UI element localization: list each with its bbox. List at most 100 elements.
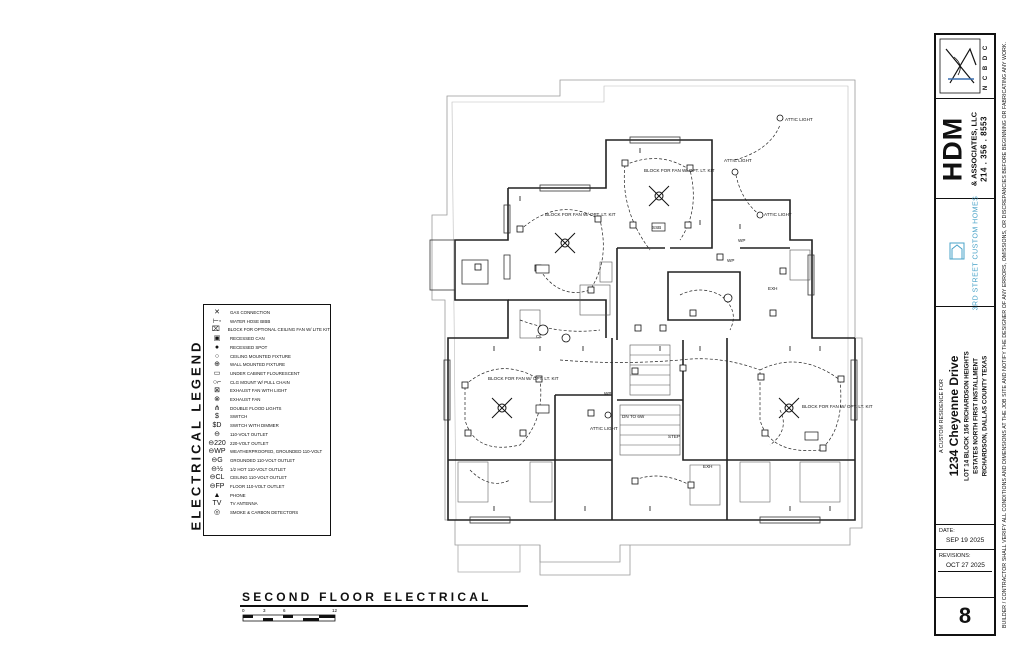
legend-symbol-icon: ●: [214, 343, 220, 351]
legend-label: WEATHERPROOFED, GROUNDED 110-VOLT: [230, 449, 323, 455]
legend-label: RECESSED CAN: [230, 336, 265, 342]
legend-item: TV TV ANTENNA: [204, 499, 330, 508]
legend-item: ● RECESSED SPOT: [204, 343, 330, 352]
label-ssb-1: SSB: [652, 225, 661, 230]
legend-symbol-icon: ◎: [213, 509, 221, 517]
legend-item: ⌧ BLOCK FOR OPTIONAL CEILING FAN W/ LITE …: [204, 325, 330, 334]
legend-symbol-icon: $D: [212, 422, 222, 430]
legend-symbol-icon: ○⌐: [212, 378, 222, 386]
legend-symbol-icon: TV: [212, 500, 222, 508]
legend-label: PHONE: [230, 492, 246, 498]
legend-label: SMOKE & CARBON DETECTORS: [230, 510, 299, 516]
label-dn-to-6w: DN TO 6W: [622, 414, 645, 419]
legend-label: 110-VOLT OUTLET: [230, 431, 269, 437]
legend-label: RECESSED SPOT: [230, 344, 268, 350]
project-line-3: LOT 14 BLOCK 156 RICHARDSON HEIGHTS: [963, 350, 971, 481]
label-fan-block-2: BLOCK FOR FAN W/ OPT. LT. KIT: [644, 168, 715, 173]
legend-label: 1/2 HOT 110-VOLT OUTLET: [230, 466, 286, 472]
project-line-1: A CUSTOM RESIDENCE FOR: [939, 378, 945, 453]
legend-label: UNDER CABINET FLOURESCENT: [230, 370, 300, 376]
legend-symbol-icon: ⊖: [214, 430, 220, 438]
legend-item: ▭UNDER CABINET FLOURESCENT: [204, 369, 330, 378]
scale-bar: 0 3 6 12: [242, 608, 338, 622]
legend-symbol-icon: ⊖WP: [208, 448, 226, 456]
legend-symbol-icon: ⊖½: [211, 465, 223, 473]
label-attic-light-2: ATTIC LIGHT: [724, 158, 752, 163]
legend-item: ○⌐ CLG MOUNT W/ PULL CHAIN: [204, 378, 330, 387]
project-line-4: ESTATES NORTH FIRST INSTALLMENT: [972, 357, 980, 474]
legend-item: ⊢◦ WATER HOSE BIBB: [204, 317, 330, 326]
scale-tick-0: 0: [242, 608, 245, 613]
project-line-5: RICHARDSON, DALLAS COUNTY TEXAS: [981, 355, 989, 476]
legend-symbol-icon: ✕: [214, 309, 220, 316]
legend-symbol-icon: ○: [214, 352, 220, 360]
label-wp-2: WP: [727, 258, 734, 263]
legend-symbol-icon: ⊖G: [211, 456, 223, 464]
label-attic-light-1: ATTIC LIGHT: [785, 117, 813, 122]
legend-label: WATER HOSE BIBB: [230, 318, 271, 324]
legend-item: ⊕WALL MOUNTED FIXTURE: [204, 360, 330, 369]
legend-item: ⊖220 220-VOLT OUTLET: [204, 439, 330, 448]
firm-name: HDM: [937, 116, 968, 181]
legend-item: ⊖½ 1/2 HOT 110-VOLT OUTLET: [204, 465, 330, 474]
label-exh-2: EXH: [703, 464, 712, 469]
builder-name: 3RD STREET CUSTOM HOMES: [972, 195, 980, 310]
plan-title-underline: [240, 605, 528, 607]
legend-label: FLOOR 110-VOLT OUTLET: [230, 484, 285, 489]
firm-cell: HDM & ASSOCIATES, LLC 214 . 356 . 8553: [936, 99, 994, 199]
label-attic-light-4: ATTIC LIGHT: [590, 426, 618, 431]
label-fan-block-1: BLOCK FOR FAN W/ OPT. LT. KIT: [545, 212, 616, 217]
date-value: SEP 19 2025: [946, 537, 985, 544]
label-wp-1: WP: [738, 238, 745, 243]
legend-label: SWITCH: [230, 414, 248, 420]
project-cell: A CUSTOM RESIDENCE FOR 1234 Cheyenne Dri…: [936, 307, 994, 525]
sheet-number: 8: [958, 603, 972, 628]
label-attic-light-3: ATTIC LIGHT: [764, 212, 792, 217]
legend-label: CLG MOUNT W/ PULL CHAIN: [230, 379, 290, 385]
legend-item: ⊖WP WEATHERPROOFED, GROUNDED 110-VOLT: [204, 447, 330, 456]
ncbdc-logo-text: N C B D C: [983, 43, 989, 90]
label-cl: CL: [536, 334, 542, 339]
label-fan-block-4: BLOCK FOR FAN W/ OPT. LT. KIT: [802, 404, 873, 409]
label-exh-1: EXH: [768, 286, 777, 291]
legend-symbol-icon: ⊖220: [208, 439, 226, 447]
ncbdc-logo-icon: [939, 38, 981, 94]
scale-tick-3: 3: [263, 608, 266, 613]
legend-item: ⊖FP FLOOR 110-VOLT OUTLET: [204, 482, 330, 491]
firm-sub: & ASSOCIATES, LLC: [969, 111, 979, 186]
revisions-label: REVISIONS:: [939, 553, 971, 559]
date-label: DATE:: [939, 528, 955, 534]
legend-symbol-icon: ⊠: [214, 387, 220, 395]
builder-logo-icon: [949, 242, 965, 260]
electrical-legend: ✕ GAS CONNECTION ⊢◦ WATER HOSE BIBB ⌧ BLOCK F…: [203, 304, 331, 536]
legend-symbol-icon: ⊢◦: [212, 317, 222, 325]
legend-label: GAS CONNECTION: [230, 310, 271, 315]
legend-item: ○ CEILING MOUNTED FIXTURE: [204, 352, 330, 361]
legend-symbol-icon: ⋔: [214, 404, 220, 412]
legend-label: 220-VOLT OUTLET: [230, 440, 269, 446]
label-wp-3: WP: [604, 391, 611, 396]
legend-label: CEILING MOUNTED FIXTURE: [230, 353, 291, 359]
legend-item: ⋔ DOUBLE FLOOD LIGHTS: [204, 404, 330, 413]
legend-label: CEILING 110-VOLT OUTLET: [230, 475, 287, 481]
legend-item: ✕ GAS CONNECTION: [204, 308, 330, 317]
scale-tick-12: 12: [332, 608, 338, 613]
legend-label: TV ANTENNA: [230, 501, 258, 507]
legend-item: ◎ SMOKE & CARBON DETECTORS: [204, 508, 330, 517]
legend-item: ⊗EXHAUST FAN: [204, 395, 330, 404]
legend-item: ⊠EXHAUST FAN WITH LIGHT: [204, 386, 330, 395]
disclaimer-note: BUILDER / CONTRACTOR SHALL VERIFY ALL CO…: [1002, 41, 1008, 628]
legend-label: DOUBLE FLOOD LIGHTS: [230, 405, 282, 411]
firm-phone: 214 . 356 . 8553: [979, 115, 989, 182]
revisions-value: OCT 27 2025: [946, 562, 985, 569]
legend-label: EXHAUST FAN: [230, 397, 261, 402]
legend-symbol-icon: ⌧: [211, 326, 220, 334]
legend-symbol-icon: ⊖FP: [209, 483, 225, 490]
plan-title: SECOND FLOOR ELECTRICAL: [242, 590, 492, 604]
legend-label: BLOCK FOR OPTIONAL CEILING FAN W/ LITE K…: [227, 327, 330, 333]
revisions-cell: REVISIONS: OCT 27 2025: [936, 550, 994, 598]
